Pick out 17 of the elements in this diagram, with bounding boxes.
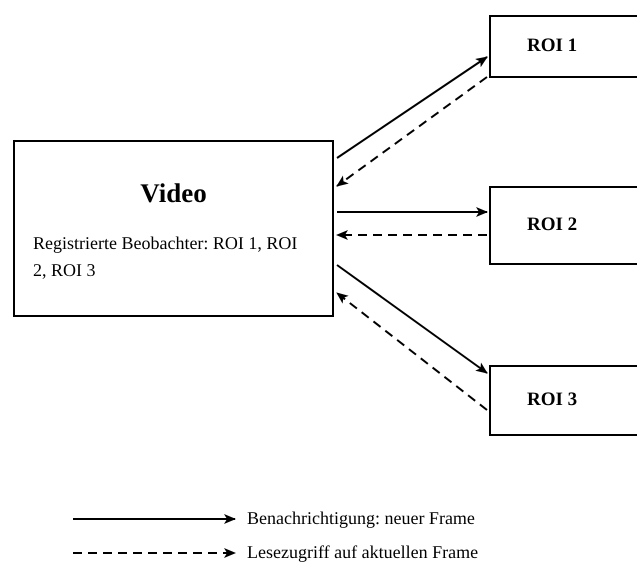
arrow (336, 264, 488, 374)
box-text: Registrierte Beobachter: ROI 1, ROI 2, ROI 3 (32, 232, 298, 282)
box-title: ROI 3 (527, 388, 578, 412)
box-title: ROI 2 (527, 213, 578, 238)
arrow (336, 230, 487, 240)
arrow (337, 207, 488, 217)
process-box (489, 186, 637, 265)
process-box (489, 15, 637, 78)
arrow (336, 56, 488, 159)
arrow (336, 76, 488, 187)
process-box (489, 365, 637, 436)
process-box (13, 140, 334, 317)
arrow (336, 292, 488, 411)
box-title: Video (140, 177, 207, 210)
legend-text: Lesezugriff auf aktuellen Frame (247, 541, 478, 564)
legend-text: Benachrichtigung: neuer Frame (247, 507, 475, 530)
box-title: ROI 1 (527, 34, 578, 58)
